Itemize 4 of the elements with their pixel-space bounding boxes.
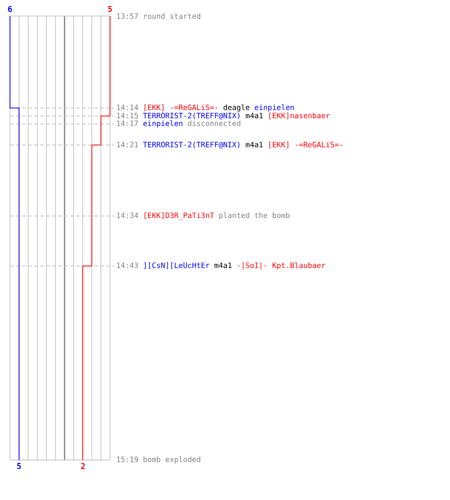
player-count: 2 — [81, 463, 85, 469]
player-count: 5 — [17, 463, 21, 469]
player-count: 5 — [108, 6, 112, 12]
player-count: 6 — [8, 6, 12, 12]
